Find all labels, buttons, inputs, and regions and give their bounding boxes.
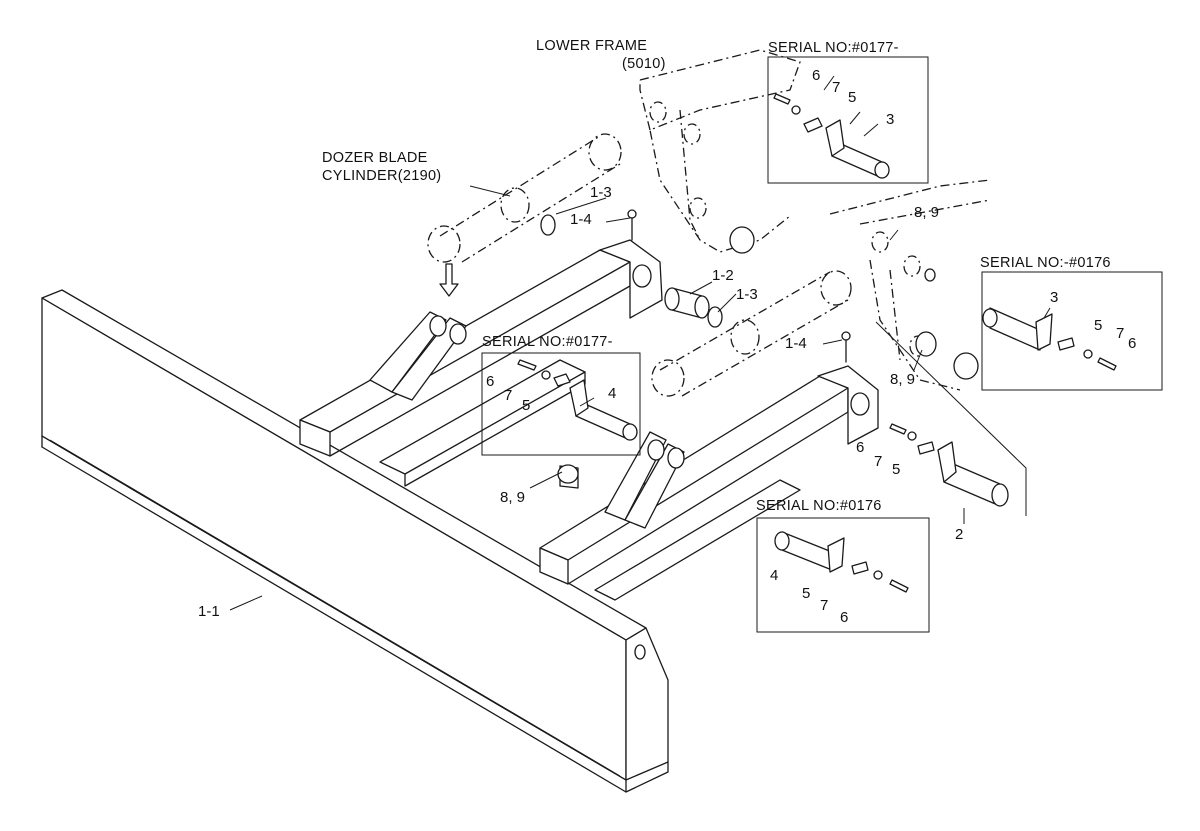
- callout-1-4-a: 1-4: [570, 211, 592, 228]
- callout-4-a: 4: [608, 385, 617, 402]
- blade-frame: [299, 209, 879, 601]
- callout-8-9-b: 8, 9: [890, 371, 916, 388]
- callout-3-a: 3: [886, 111, 895, 128]
- pin-details: [517, 93, 1117, 593]
- callout-4-b: 4: [770, 567, 779, 584]
- callout-8-9-c: 8, 9: [500, 489, 526, 506]
- callout-6-b: 6: [1128, 335, 1137, 352]
- callout-8-9-a: 8, 9: [914, 204, 940, 221]
- serial-label-mid-right: SERIAL NO:-#0176: [980, 255, 1111, 271]
- callout-1-2: 1-2: [712, 267, 734, 284]
- dozer-cylinder-phantom: [427, 133, 852, 397]
- serial-label-left-box: SERIAL NO:#0177-: [482, 334, 613, 350]
- callout-1-3-b: 1-3: [736, 286, 758, 303]
- callout-3-b: 3: [1050, 289, 1059, 306]
- callout-6-a: 6: [812, 67, 821, 84]
- callout-7-d: 7: [874, 453, 883, 470]
- lower-frame-label: LOWER FRAME: [536, 38, 648, 54]
- callout-1-3-a: 1-3: [590, 184, 612, 201]
- callout-7-a: 7: [832, 79, 841, 96]
- callout-5-a: 5: [848, 89, 857, 106]
- serial-label-top-right: SERIAL NO:#0177-: [768, 40, 899, 56]
- serial-label-bottom-box: SERIAL NO:#0176: [756, 498, 882, 514]
- callout-5-d: 5: [892, 461, 901, 478]
- dozer-blade: [41, 289, 669, 793]
- leader-lines: [229, 75, 1051, 611]
- callout-6-d: 6: [856, 439, 865, 456]
- callout-7-c: 7: [504, 387, 513, 404]
- callout-5-e: 5: [802, 585, 811, 602]
- lower-frame-phantom: [639, 49, 991, 391]
- callout-5-b: 5: [1094, 317, 1103, 334]
- dozer-cylinder-label-line1: DOZER BLADE: [322, 150, 428, 166]
- dozer-cylinder-label-line2: CYLINDER(2190): [322, 168, 442, 184]
- callout-6-c: 6: [486, 373, 495, 390]
- detail-boxes: [481, 56, 1163, 633]
- lower-frame-number: (5010): [622, 56, 666, 72]
- callout-7-b: 7: [1116, 325, 1125, 342]
- callout-7-e: 7: [820, 597, 829, 614]
- bushing-and-orings: [540, 214, 723, 489]
- callout-1-1: 1-1: [198, 603, 220, 620]
- callout-6-e: 6: [840, 609, 849, 626]
- callout-5-c: 5: [522, 397, 531, 414]
- callout-1-4-b: 1-4: [785, 335, 807, 352]
- callout-2: 2: [955, 526, 964, 543]
